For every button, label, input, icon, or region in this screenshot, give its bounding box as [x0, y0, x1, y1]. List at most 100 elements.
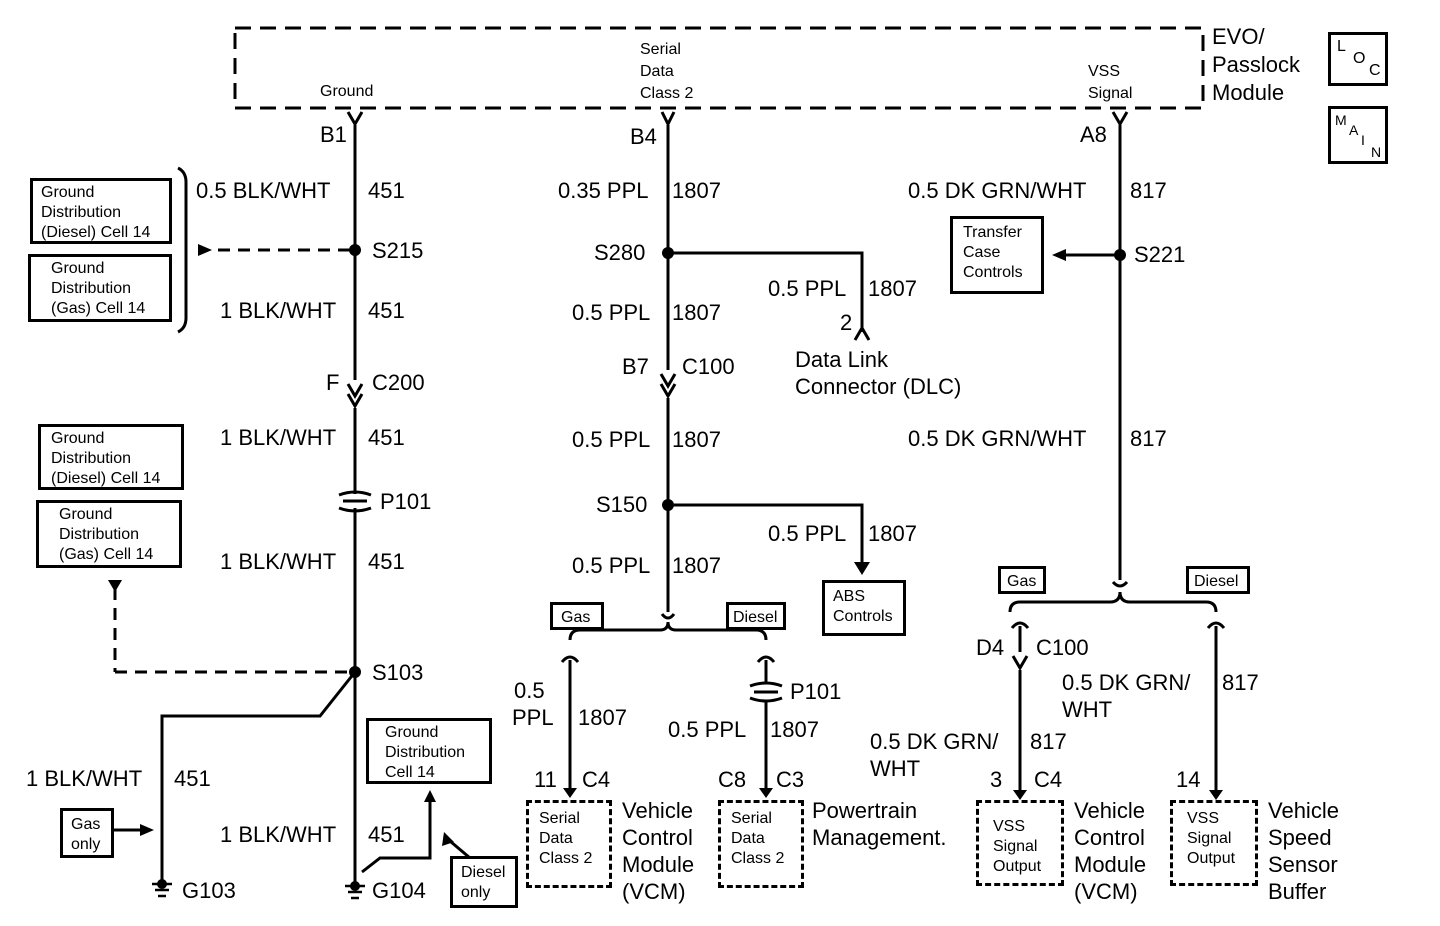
vcm-vss-output-component[interactable]: VSS Signal Output — [976, 800, 1064, 886]
circuit-number: 1807 — [672, 178, 721, 203]
buffer-pin: 14 — [1176, 767, 1201, 792]
wire-label: 0.5 PPL — [572, 553, 651, 578]
ref-ground-distribution-diesel-2[interactable]: Ground Distribution (Diesel) Cell 14 — [38, 424, 184, 490]
gas-option-tag-right: Gas — [998, 566, 1046, 594]
wire-size: 0.5 — [514, 678, 545, 703]
circuit-number: 817 — [1130, 426, 1167, 451]
circuit-number: 817 — [1222, 670, 1259, 695]
vcm-name-line4: (VCM) — [1074, 879, 1138, 904]
vcm-connector: C4 — [1034, 767, 1063, 792]
buffer-vss-output-component[interactable]: VSS Signal Output — [1170, 800, 1258, 886]
dlc-name-line1: Data Link — [795, 347, 888, 372]
module-name-line1: EVO/ — [1212, 24, 1265, 49]
splice-s215: S215 — [372, 238, 424, 263]
splice-s280: S280 — [594, 240, 646, 265]
circuit-number: 1807 — [672, 300, 721, 325]
wire-label-cont: WHT — [870, 756, 921, 781]
wire-label: 1 BLK/WHT — [220, 298, 337, 323]
vcm-name-line2: Control — [1074, 825, 1145, 850]
module-name-line3: Module — [1212, 80, 1285, 105]
diesel-option-tag-right: Diesel — [1186, 566, 1250, 594]
buffer-name-line2: Speed — [1268, 825, 1332, 850]
circuit-number: 817 — [1030, 729, 1067, 754]
pin-b1: B1 — [320, 122, 347, 147]
vcm-connector: C4 — [582, 767, 611, 792]
gas-only-tag: Gas only — [60, 808, 114, 858]
circuit-number: 1807 — [672, 427, 721, 452]
connector-c200: C200 — [372, 370, 425, 395]
ref-ground-distribution-cell14[interactable]: Ground Distribution Cell 14 — [366, 718, 492, 784]
module-serial-line2: Data — [640, 63, 674, 80]
circuit-number: 1807 — [868, 521, 917, 546]
module-ground-label: Ground — [320, 83, 374, 100]
pin-b4: B4 — [630, 124, 657, 149]
circuit-number: 451 — [368, 425, 405, 450]
circuit-number: 1807 — [672, 553, 721, 578]
wire-label: 0.5 DK GRN/WHT — [908, 426, 1087, 451]
circuit-number: 817 — [1130, 178, 1167, 203]
vcm-serial-data-component[interactable]: Serial Data Class 2 — [526, 800, 612, 888]
buffer-name-line1: Vehicle — [1268, 798, 1339, 823]
wire-color: PPL — [512, 705, 554, 730]
wire-label: 0.5 PPL — [668, 717, 747, 742]
connector-p101: P101 — [380, 489, 432, 514]
ref-ground-distribution-gas-2[interactable]: Ground Distribution (Gas) Cell 14 — [36, 500, 182, 568]
pcm-name-line1: Powertrain — [812, 798, 918, 823]
main-badge[interactable]: M A I N — [1328, 106, 1388, 164]
circuit-number: 451 — [368, 549, 405, 574]
vcm-name-line1: Vehicle — [1074, 798, 1145, 823]
ref-abs-controls[interactable]: ABS Controls — [822, 580, 906, 636]
gas-option-tag: Gas — [550, 602, 604, 630]
buffer-name-line3: Sensor — [1268, 852, 1338, 877]
vcm-name-line4: (VCM) — [622, 879, 686, 904]
dlc-name-line2: Connector (DLC) — [795, 374, 962, 399]
dlc-pin: 2 — [840, 310, 853, 335]
wire-label: 1 BLK/WHT — [220, 425, 337, 450]
module-serial-line3: Class 2 — [640, 85, 694, 102]
connector-d4: D4 — [976, 635, 1005, 660]
wire-label: 0.5 DK GRN/WHT — [908, 178, 1087, 203]
module-serial-line1: Serial — [640, 41, 681, 58]
wire-label-cont: WHT — [1062, 697, 1113, 722]
splice-s103: S103 — [372, 660, 424, 685]
loc-badge[interactable]: L O C — [1328, 32, 1388, 86]
vcm-name-line1: Vehicle — [622, 798, 693, 823]
circuit-number: 451 — [368, 298, 405, 323]
wire-label: 1 BLK/WHT — [26, 766, 143, 791]
module-name-line2: Passlock — [1212, 52, 1301, 77]
module-vss-line1: VSS — [1088, 63, 1121, 80]
vcm-pin: 3 — [990, 767, 1003, 792]
connector-p101: P101 — [790, 679, 842, 704]
ref-ground-distribution-diesel[interactable]: Ground Distribution (Diesel) Cell 14 — [30, 178, 172, 244]
wire-label: 0.5 BLK/WHT — [196, 178, 331, 203]
circuit-number: 1807 — [578, 705, 627, 730]
pin-a8: A8 — [1080, 122, 1107, 147]
ground-g103: G103 — [182, 878, 236, 903]
pcm-connector: C3 — [776, 767, 805, 792]
wire-label: 0.5 PPL — [768, 521, 847, 546]
wire-label: 0.5 DK GRN/ — [870, 729, 999, 754]
pcm-pin: C8 — [718, 767, 747, 792]
splice-s150: S150 — [596, 492, 648, 517]
connector-c100: C100 — [682, 354, 735, 379]
wire-label: 1 BLK/WHT — [220, 822, 337, 847]
buffer-name-line4: Buffer — [1268, 879, 1327, 904]
wire-label: 0.5 PPL — [572, 427, 651, 452]
connector-b7: B7 — [622, 354, 649, 379]
ground-g104: G104 — [372, 878, 426, 903]
connector-c100: C100 — [1036, 635, 1089, 660]
pcm-serial-data-component[interactable]: Serial Data Class 2 — [718, 800, 804, 888]
ref-ground-distribution-gas[interactable]: Ground Distribution (Gas) Cell 14 — [28, 254, 172, 322]
vcm-pin: 11 — [534, 767, 557, 792]
vcm-name-line3: Module — [1074, 852, 1147, 877]
circuit-number: 451 — [174, 766, 211, 791]
vcm-name-line3: Module — [622, 852, 695, 877]
diesel-only-tag: Diesel only — [450, 856, 518, 908]
module-vss-line2: Signal — [1088, 85, 1133, 102]
circuit-number: 451 — [368, 822, 405, 847]
pcm-name-line2: Management. — [812, 825, 947, 850]
circuit-number: 1807 — [770, 717, 819, 742]
wire-label: 1 BLK/WHT — [220, 549, 337, 574]
ref-transfer-case-controls[interactable]: Transfer Case Controls — [950, 216, 1044, 294]
